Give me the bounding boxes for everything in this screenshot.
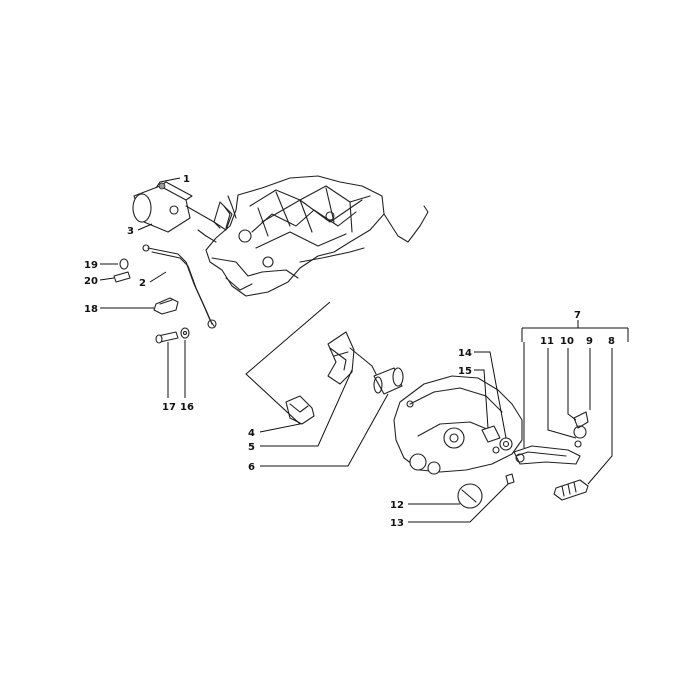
callout-12: 12 <box>390 500 404 511</box>
callout-10: 10 <box>560 336 574 347</box>
callout-20: 20 <box>84 276 98 287</box>
callout-13: 13 <box>390 518 404 529</box>
callout-15: 15 <box>458 366 472 377</box>
callout-9: 9 <box>586 336 593 347</box>
spring-clip <box>153 297 179 315</box>
sector-gear <box>327 331 377 385</box>
callout-11: 11 <box>540 336 554 347</box>
callout-17: 17 <box>162 402 176 413</box>
leader-lines <box>99 177 629 523</box>
callout-14: 14 <box>458 348 472 359</box>
callout-19: 19 <box>84 260 98 271</box>
callout-1: 1 <box>183 174 190 185</box>
kickstart-lever <box>513 411 589 465</box>
callout-6: 6 <box>248 462 255 473</box>
frame-assembly <box>205 175 429 297</box>
round-cap <box>457 483 483 509</box>
transmission-cover <box>393 375 523 475</box>
callout-2: 2 <box>139 278 146 289</box>
side-stand <box>142 244 217 329</box>
callout-3: 3 <box>127 226 134 237</box>
screw-and-washer <box>113 258 131 283</box>
callout-5: 5 <box>248 442 255 453</box>
callout-8: 8 <box>608 336 615 347</box>
lever-grip <box>553 479 589 501</box>
pin-and-washer <box>155 327 190 344</box>
cable <box>197 195 237 243</box>
starter-motor <box>132 181 231 233</box>
callout-18: 18 <box>84 304 98 315</box>
callout-labels: 1 2 3 4 5 6 7 8 9 10 11 12 13 14 15 16 1… <box>84 174 615 529</box>
callout-7: 7 <box>574 310 581 321</box>
spacer-and-seal <box>481 425 513 451</box>
spline-part <box>285 395 315 425</box>
small-screw <box>505 473 515 485</box>
callout-4: 4 <box>248 428 255 439</box>
callout-16: 16 <box>180 402 194 413</box>
bushing <box>373 367 404 395</box>
